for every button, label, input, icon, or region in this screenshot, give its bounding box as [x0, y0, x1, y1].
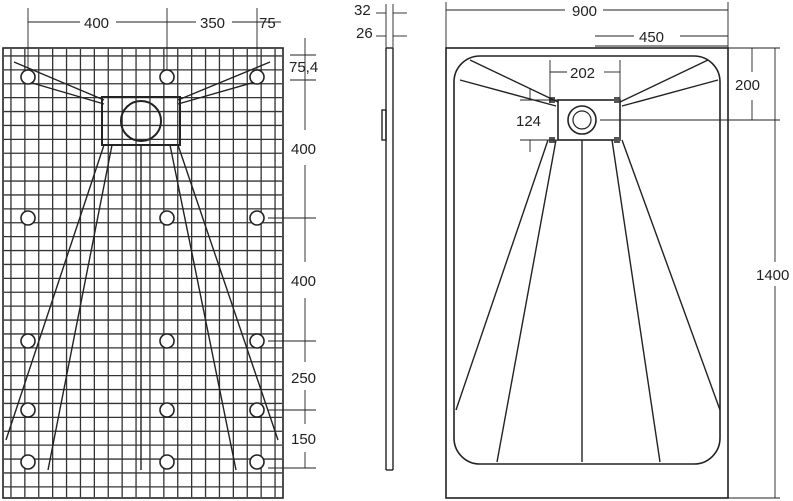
- foot-icon: [20, 402, 36, 418]
- foot-icon: [249, 69, 265, 85]
- dim-32: 32: [354, 2, 371, 19]
- bottom-view-dimensions: [27, 8, 316, 469]
- dim-250: 250: [291, 370, 316, 387]
- foot-icon: [249, 333, 265, 349]
- top-view: 900 450 202 124 200 1400: [445, 2, 789, 499]
- dim-75-4: 75,4: [289, 59, 318, 76]
- support-ribs: [5, 61, 279, 471]
- dim-75-top: 75: [259, 15, 276, 32]
- side-view-profile: [381, 47, 394, 471]
- side-view-dimensions: [376, 4, 407, 48]
- dim-400-top: 400: [84, 15, 109, 32]
- dim-1400: 1400: [756, 267, 789, 284]
- dim-400-a: 400: [291, 141, 316, 158]
- dim-200: 200: [735, 77, 760, 94]
- drain-outer-icon: [567, 105, 597, 135]
- foot-icon: [249, 402, 265, 418]
- drain-housing: [101, 96, 181, 146]
- foot-icon: [159, 454, 175, 470]
- dim-124: 124: [516, 113, 541, 130]
- foot-icon: [20, 210, 36, 226]
- drain-inner-icon: [572, 110, 592, 130]
- basin-rim: [453, 55, 721, 465]
- drain-hole-icon: [120, 100, 162, 142]
- dim-900: 900: [572, 3, 597, 20]
- rib-grid: [4, 49, 282, 497]
- corner-bolt-tr: [614, 97, 620, 103]
- corner-bolt-br: [614, 137, 620, 143]
- slope-channels: [455, 59, 721, 463]
- side-view: 32 26: [354, 2, 407, 471]
- foot-icon: [159, 333, 175, 349]
- dim-350-top: 350: [200, 15, 225, 32]
- dim-450: 450: [639, 29, 664, 46]
- bottom-view-outline: [2, 47, 284, 499]
- foot-icon: [249, 210, 265, 226]
- top-view-dimensions: [445, 2, 780, 499]
- dim-150: 150: [291, 431, 316, 448]
- foot-icon: [159, 210, 175, 226]
- foot-icon: [249, 454, 265, 470]
- bottom-view: 400 350 75 75,4 400 400 250 150: [2, 8, 318, 499]
- top-view-outline: [445, 47, 729, 499]
- foot-icon: [159, 402, 175, 418]
- foot-icon: [20, 333, 36, 349]
- dim-26: 26: [356, 25, 373, 42]
- foot-icon: [20, 454, 36, 470]
- feet-group: [20, 69, 265, 470]
- foot-icon: [20, 69, 36, 85]
- foot-icon: [159, 69, 175, 85]
- dim-400-b: 400: [291, 273, 316, 290]
- dim-202: 202: [570, 65, 595, 82]
